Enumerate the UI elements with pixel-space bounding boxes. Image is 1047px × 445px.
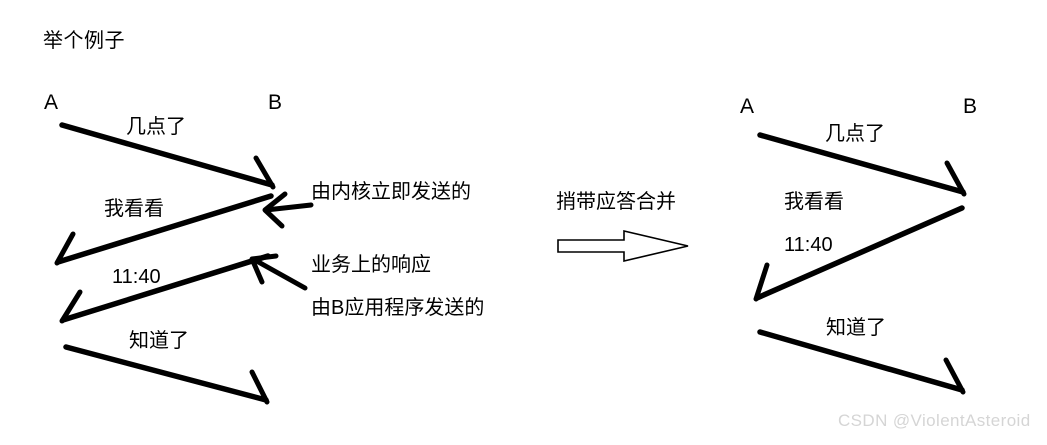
right-message-label-1: 几点了 [825,123,885,145]
right-message-label-4: 知道了 [826,317,886,339]
left-message-label-2: 我看看 [104,198,164,220]
left-annotation-business: 业务上的响应 [311,254,431,276]
left-message-label-4: 知道了 [129,330,189,352]
page-title: 举个例子 [43,30,125,52]
left-annotation-app-sender: 由B应用程序发送的 [311,297,485,319]
left-annotation-kernel: 由内核立即发送的 [311,181,471,203]
left-arrow-b-to-a-2 [59,253,271,324]
left-arrow-b-to-a-1 [54,193,274,266]
right-message-label-2: 我看看 [784,191,844,213]
left-endpoint-label-a: A [44,91,59,114]
right-message-label-3: 11:40 [784,234,833,256]
right-endpoint-label-a: A [740,95,755,118]
merge-transition-label: 捎带应答合并 [556,191,676,213]
annotation-pointer-kernel-icon [262,191,314,229]
right-arrow-a-to-b-2 [757,329,966,395]
left-message-label-1: 几点了 [126,116,186,138]
right-endpoint-label-b: B [963,95,978,118]
watermark: CSDN @ViolentAsteroid [838,411,1031,430]
left-endpoint-label-b: B [268,91,283,114]
annotation-pointer-app-icon [249,253,308,291]
left-message-label-3: 11:40 [112,266,161,288]
merge-block-arrow-icon [557,229,689,263]
left-arrow-a-to-b-2 [63,344,270,405]
